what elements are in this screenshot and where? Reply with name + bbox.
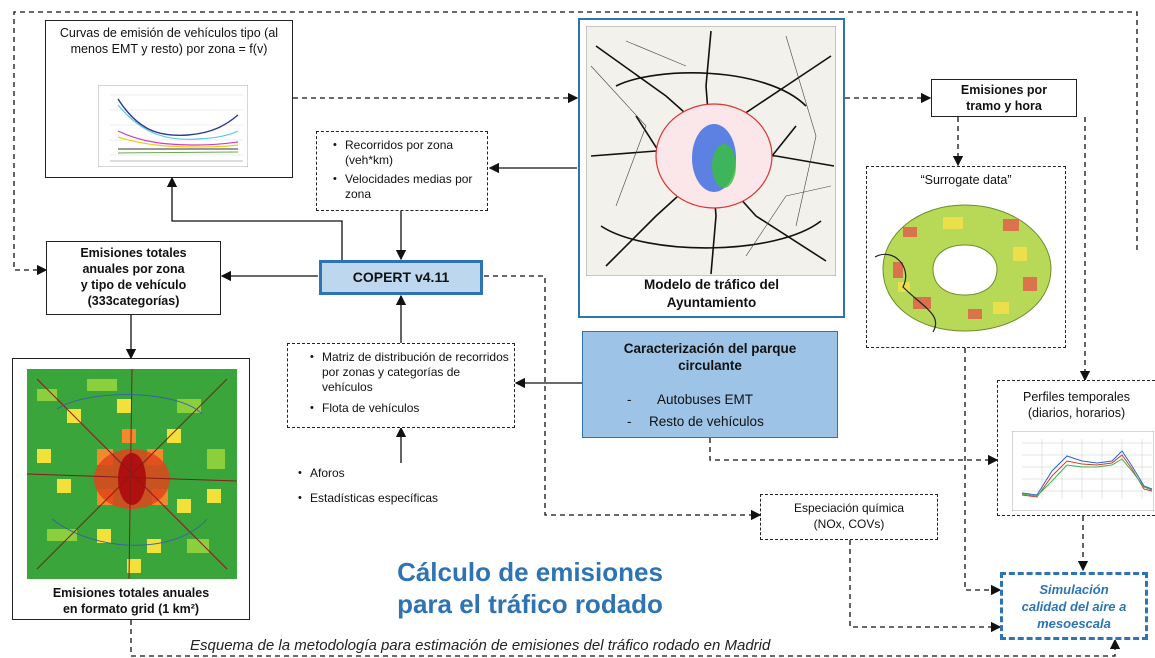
input-estadisticas: Estadísticas específicas [298,491,516,506]
arrow-grid-to-sim [130,620,1121,657]
surrogate-ring-map [874,204,1052,333]
footer-caption: Esquema de la metodología para estimació… [190,637,771,654]
copert-label: COPERT v4.11 [352,269,450,285]
emission-curves-text: Curvas de emisión de vehículos tipo (al … [59,26,279,56]
arrow-copert-to-curves [166,176,343,260]
main-title: Cálculo de emisiones para el tráfico rod… [330,556,730,620]
temporal-profiles-title: Perfiles temporales (diarios, horarios) [998,389,1155,421]
copert-box: COPERT v4.11 [319,260,483,295]
loop-arrow-top [13,11,1138,276]
chemical-speciation-box: Especiación química (NOx, COVs) [760,494,938,540]
fleet-item-emt-row: -Autobuses EMT [627,392,754,407]
simulation-line2: calidad del aire a [1021,599,1127,614]
traffic-model-caption: Modelo de tráfico del Ayuntamiento [580,276,843,312]
annual-totals-line1: Emisiones totales [80,246,187,260]
grid-caption-line2: en formato grid (1 km²) [62,602,200,616]
trips-speeds-box: Recorridos por zona (veh*km) Velocidades… [316,131,488,211]
main-title-line1: Cálculo de emisiones [397,557,663,587]
speeds-item: Velocidades medias por zona [333,172,481,202]
temporal-profile-chart [1012,431,1154,511]
speciation-line2: (NOx, COVs) [813,517,885,531]
surrogate-data-box: “Surrogate data” [866,166,1066,348]
annual-totals-line3: y tipo de vehículo [80,278,187,292]
temporal-profiles-box: Perfiles temporales (diarios, horarios) [997,380,1155,516]
arrow-copert-to-speciation [484,275,762,521]
simulation-line1: Simulación [1039,582,1109,597]
distribution-matrix-box: Matriz de distribución de recorridos por… [287,343,515,428]
fleet-characterization-title: Caracterización del parque circulante [583,340,837,374]
arrow-speciation-to-sim [849,540,1002,633]
grid-caption-line1: Emisiones totales anuales [52,586,210,600]
traffic-network-map [586,26,836,276]
annual-totals-line2: anuales por zona [82,262,185,276]
speciation-line1: Especiación química [793,501,905,515]
emissions-grid-caption: Emisiones totales anuales en formato gri… [13,585,249,617]
emission-curves-box: Curvas de emisión de vehículos tipo (al … [45,20,293,178]
emission-curves-thumbnail [98,85,248,167]
main-title-line2: para el tráfico rodado [397,589,663,619]
emissions-by-segment-line1: Emisiones por [960,83,1048,97]
matrix-item: Matriz de distribución de recorridos por… [310,350,510,395]
fleet-title-line2: circulante [678,358,742,373]
fleet-item-rest-row: -Resto de vehículos [627,414,764,429]
emissions-grid-map [27,369,237,579]
data-inputs-list: Aforos Estadísticas específicas [296,466,516,510]
air-quality-simulation-box: Simulación calidad del aire a mesoescala [1000,572,1148,640]
emissions-grid-box: Emisiones totales anuales en formato gri… [12,358,250,620]
temporal-profiles-line1: Perfiles temporales [1023,390,1130,404]
annual-totals-line4: (333categorías) [87,294,180,308]
arrow-surrogate-to-sim [964,348,1002,596]
trips-item: Recorridos por zona (veh*km) [333,138,481,168]
surrogate-data-title: “Surrogate data” [920,173,1012,187]
fleet-item-rest: Resto de vehículos [649,414,764,429]
traffic-model-box: Modelo de tráfico del Ayuntamiento [578,18,845,318]
arrow-parque-to-perfiles [709,438,999,466]
fleet-title-line1: Caracterización del parque [623,341,797,356]
fleet-item-emt: Autobuses EMT [657,392,754,407]
input-aforos: Aforos [298,466,516,481]
traffic-model-caption-line2: Ayuntamiento [666,295,757,310]
emissions-by-segment-box: Emisiones por tramo y hora [931,79,1077,117]
fleet-characterization-box: Caracterización del parque circulante -A… [582,331,838,438]
temporal-profiles-line2: (diarios, horarios) [1027,406,1126,420]
simulation-line3: mesoescala [1037,616,1111,631]
annual-totals-box: Emisiones totales anuales por zona y tip… [46,241,221,315]
emissions-by-segment-line2: tramo y hora [966,99,1042,113]
traffic-model-caption-line1: Modelo de tráfico del [643,277,779,292]
fleet-vehicles-item: Flota de vehículos [310,401,510,416]
